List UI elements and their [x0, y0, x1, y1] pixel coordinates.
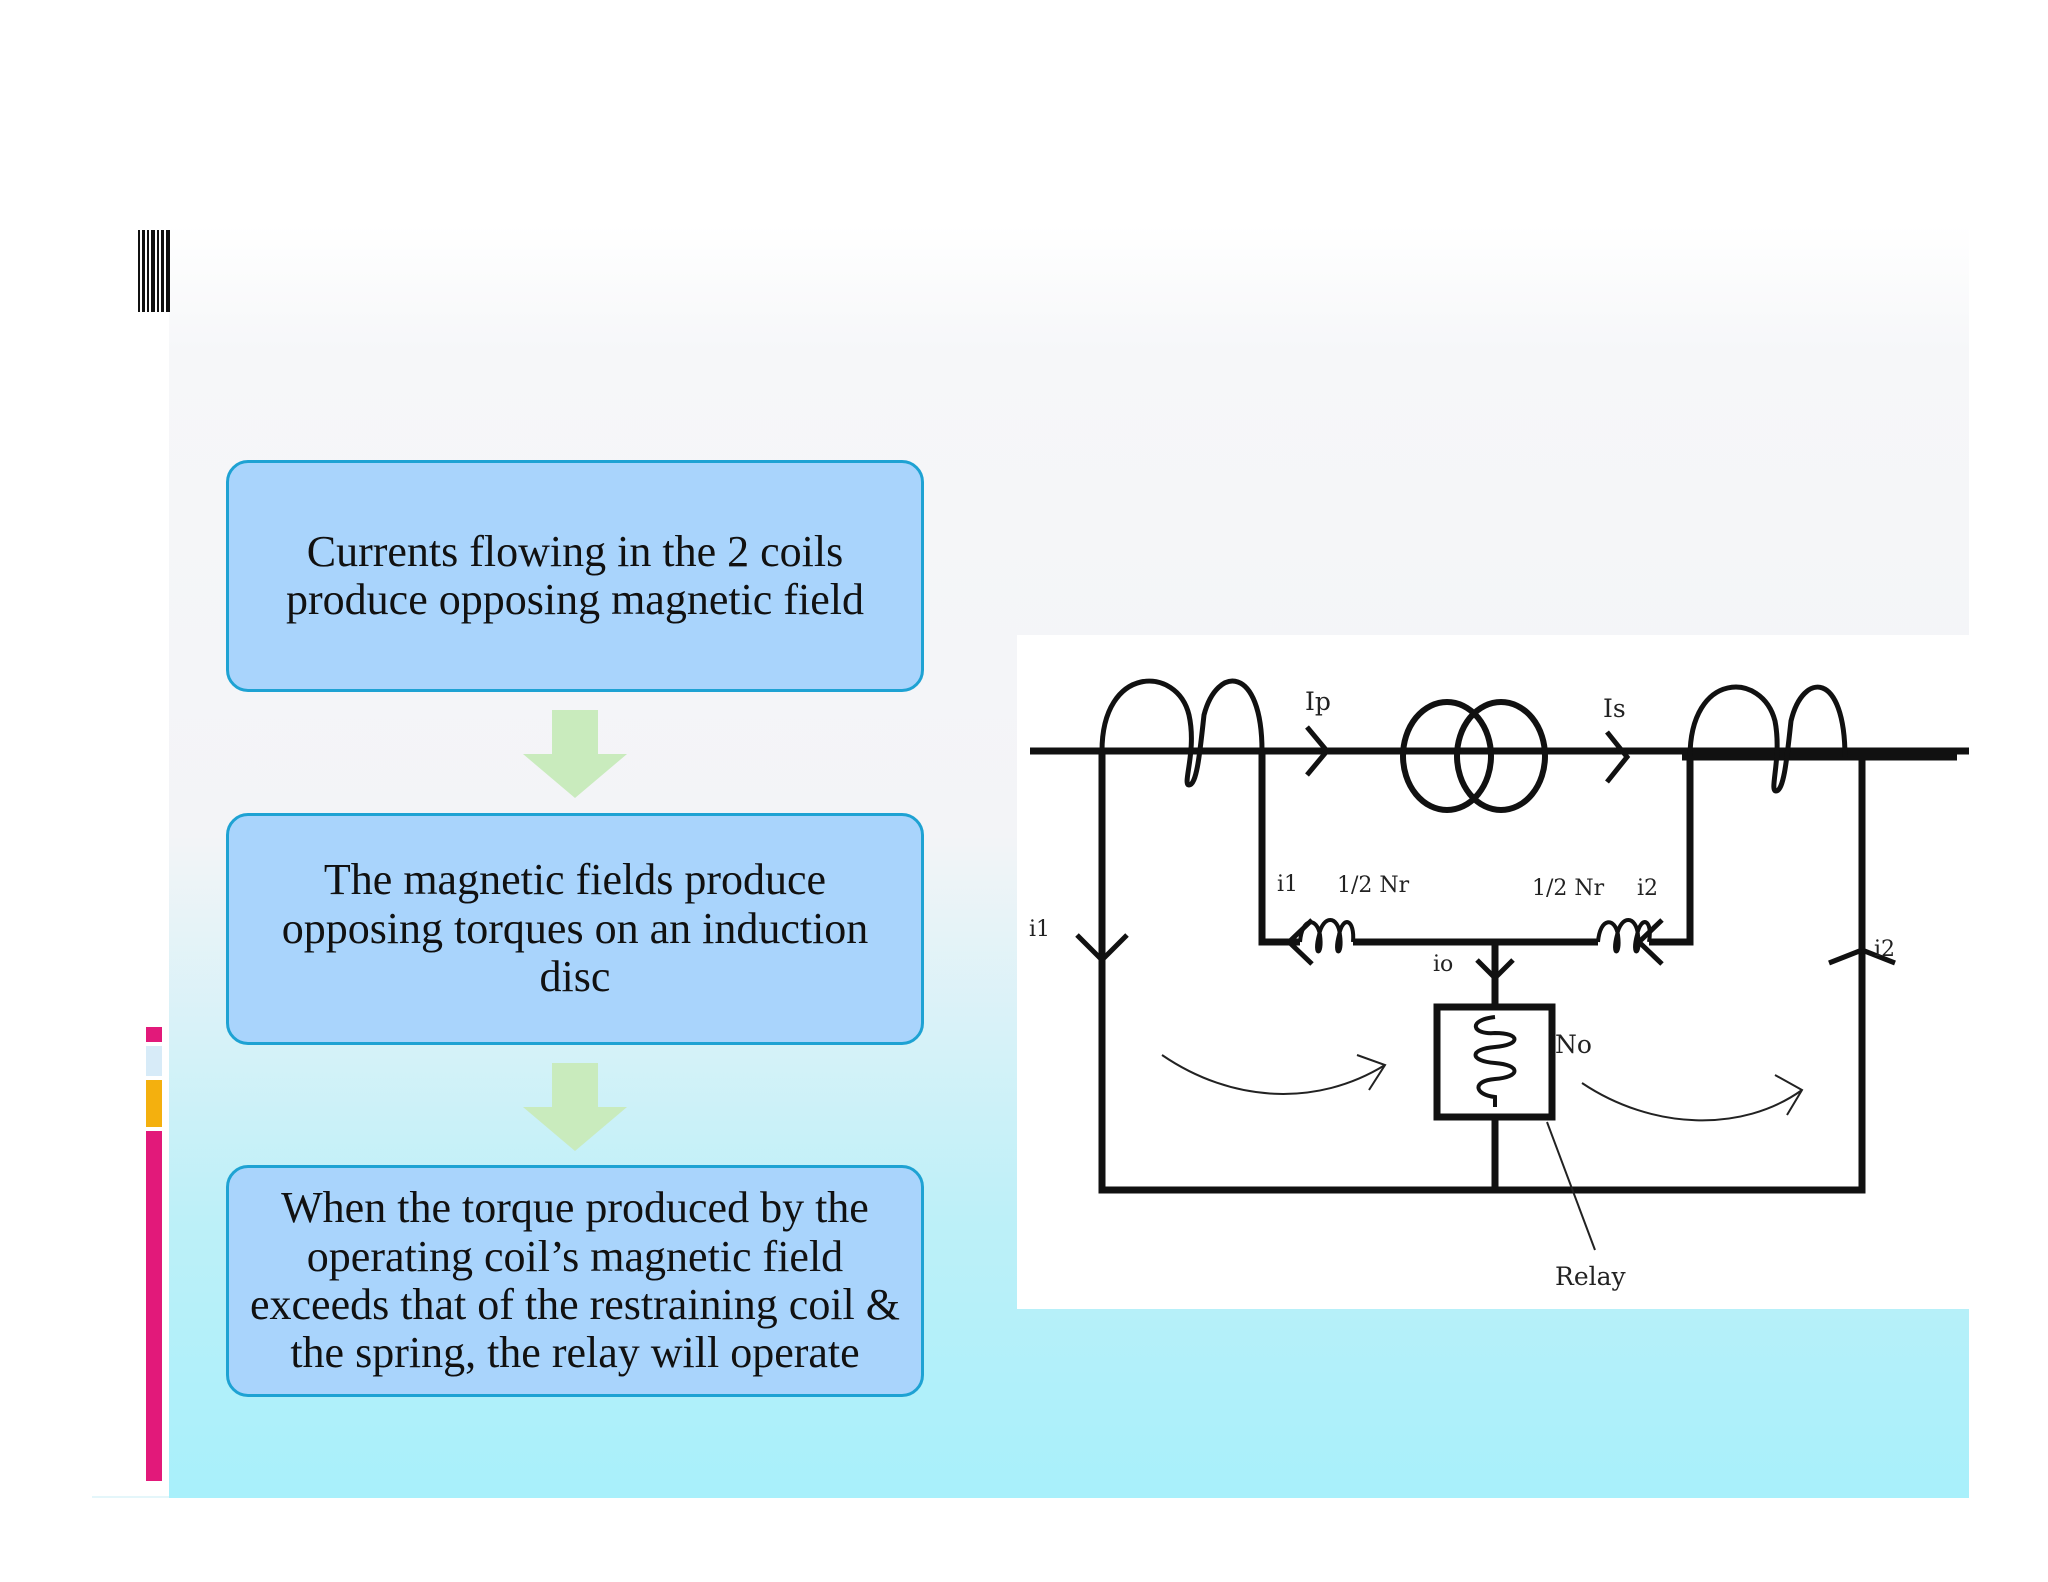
label-i1-left: i1 — [1029, 917, 1050, 942]
operating-coil-box — [1433, 1003, 1556, 1121]
left-ct-loops — [1099, 678, 1265, 788]
left-outer-loop — [1098, 751, 1866, 1194]
side-strip-segment — [146, 1080, 162, 1127]
slide-baseline — [92, 1496, 169, 1498]
side-strip-segment — [146, 1027, 162, 1042]
flow-arrow-down-icon — [523, 710, 627, 798]
restraining-coil-right-icon — [1596, 918, 1652, 954]
label-relay: Relay — [1555, 1262, 1627, 1291]
flow-step-2-text: The magnetic fields produce opposing tor… — [281, 855, 869, 1002]
transformer-icon — [1400, 699, 1548, 813]
label-no: No — [1555, 1030, 1592, 1059]
label-ip: Ip — [1305, 687, 1331, 716]
relay-leader-line — [1546, 1121, 1596, 1251]
flow-step-1: Currents flowing in the 2 coils produce … — [226, 460, 924, 692]
current-arrow-icons — [1075, 725, 1896, 982]
label-is: Is — [1603, 694, 1626, 723]
operating-coil-icon — [1473, 1015, 1517, 1107]
left-inner-wire — [1258, 751, 1300, 946]
flow-step-3: When the torque produced by the operatin… — [226, 1165, 924, 1397]
label-i1-inner: i1 — [1277, 872, 1298, 897]
flow-step-2: The magnetic fields produce opposing tor… — [226, 813, 924, 1045]
label-nr-right: 1/2 Nr — [1532, 876, 1605, 901]
right-ct-loops — [1687, 684, 1848, 794]
flow-step-1-text: Currents flowing in the 2 coils produce … — [286, 526, 864, 624]
torque-arrow-icons — [1161, 1054, 1804, 1122]
relay-circuit-diagram: Ip Is i1 i1 1/2 Nr 1/2 Nr i2 i2 io No Re… — [1017, 635, 1969, 1309]
restraining-coil-left-icon — [1298, 918, 1356, 954]
side-strip-segment — [146, 1046, 162, 1076]
label-i2-inner: i2 — [1637, 876, 1658, 901]
flow-arrow-down-icon — [523, 1063, 627, 1151]
barcode-decoration — [138, 230, 170, 312]
side-strip-segment — [146, 1131, 162, 1481]
right-inner-wire — [1649, 757, 1694, 946]
flow-step-3-text: When the torque produced by the operatin… — [250, 1183, 900, 1378]
label-io: io — [1433, 952, 1453, 977]
label-i2-right: i2 — [1874, 937, 1895, 962]
label-nr-left: 1/2 Nr — [1337, 873, 1410, 898]
